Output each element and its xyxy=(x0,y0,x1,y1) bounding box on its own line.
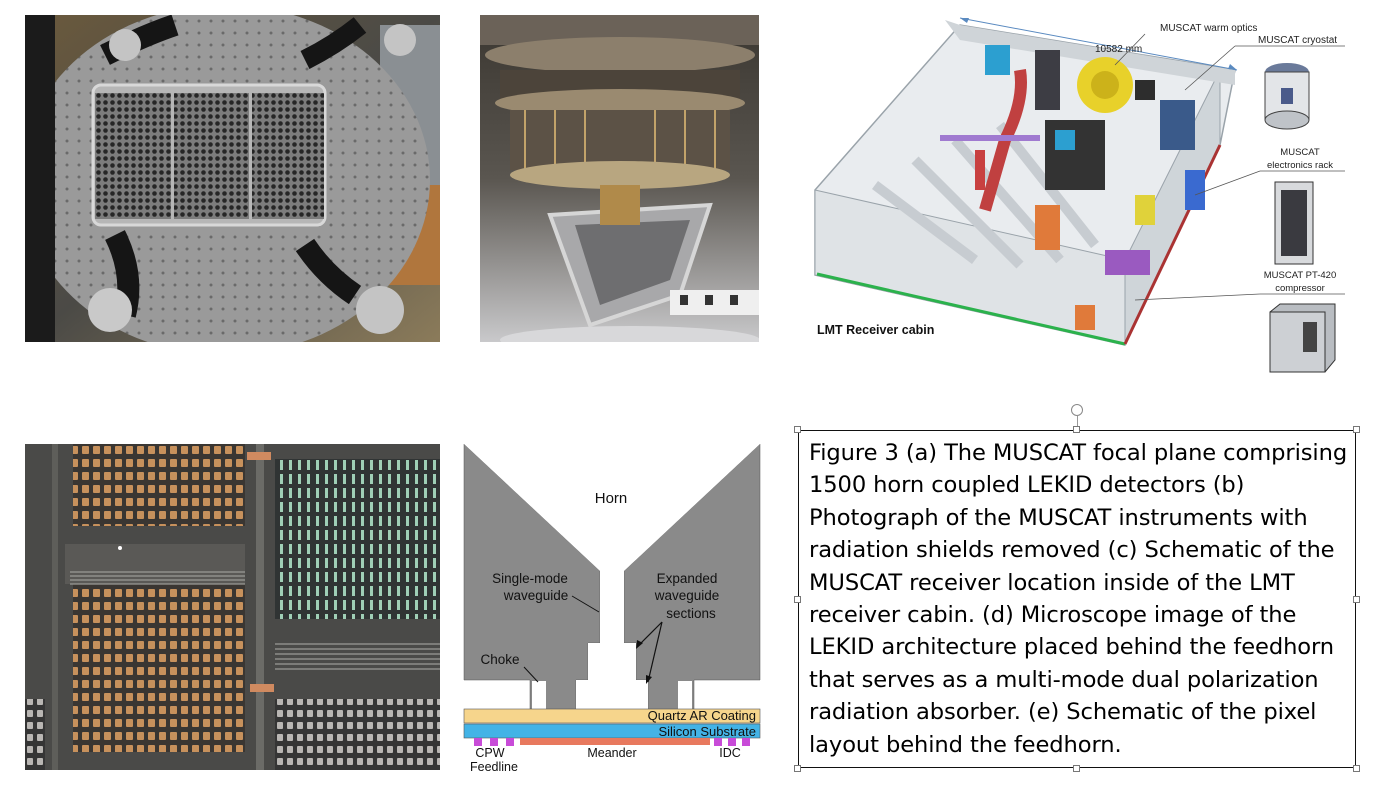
panel-b-instrument-photo xyxy=(480,15,759,342)
instrument-image xyxy=(480,15,759,342)
resize-handle-bottom-center[interactable] xyxy=(1073,765,1080,772)
microscope-image xyxy=(25,444,440,770)
resize-handle-top-left[interactable] xyxy=(794,426,801,433)
focal-plane-image xyxy=(25,15,440,342)
rotate-handle-stem xyxy=(1077,416,1078,430)
cpw-label-2: Feedline xyxy=(470,760,518,774)
choke-label: Choke xyxy=(480,652,519,667)
figure-caption[interactable]: Figure 3 (a) The MUSCAT focal plane comp… xyxy=(809,440,1348,758)
electronics-label-2: electronics rack xyxy=(1267,160,1333,171)
cabin-label: LMT Receiver cabin xyxy=(817,323,934,337)
resize-handle-bottom-left[interactable] xyxy=(794,765,801,772)
panel-c-receiver-cabin-schematic: 10582 mm MUSCAT warm optics MUSCAT cryos… xyxy=(805,10,1350,382)
horn-label: Horn xyxy=(595,490,628,507)
cpw-label-1: CPW xyxy=(475,746,504,760)
resize-handle-top-right[interactable] xyxy=(1353,426,1360,433)
silicon-label: Silicon Substrate xyxy=(658,724,756,739)
panel-d-microscope-image xyxy=(25,444,440,770)
single-mode-label-1: Single-mode xyxy=(492,571,568,586)
cabin-schematic: 10582 mm MUSCAT warm optics MUSCAT cryos… xyxy=(814,17,1345,373)
pixel-layout-diagram: Horn Single-mode waveguide Expanded wave… xyxy=(463,444,761,774)
single-mode-label-2: waveguide xyxy=(503,588,569,603)
resize-handle-top-center[interactable] xyxy=(1073,426,1080,433)
compressor-label-1: MUSCAT PT-420 xyxy=(1264,270,1337,281)
compressor-label-2: compressor xyxy=(1275,283,1325,294)
meander-label: Meander xyxy=(587,746,636,760)
warm-optics-label: MUSCAT warm optics xyxy=(1160,23,1257,34)
panel-e-pixel-layout-schematic: Horn Single-mode waveguide Expanded wave… xyxy=(462,444,764,776)
expanded-label-1: Expanded xyxy=(657,571,718,586)
panel-a-focal-plane-photo xyxy=(25,15,440,342)
rotate-handle[interactable] xyxy=(1071,404,1083,416)
resize-handle-middle-right[interactable] xyxy=(1353,596,1360,603)
electronics-label-1: MUSCAT xyxy=(1280,147,1320,158)
cryostat-label: MUSCAT cryostat xyxy=(1258,35,1337,46)
caption-text-box[interactable]: Figure 3 (a) The MUSCAT focal plane comp… xyxy=(798,430,1356,768)
dimension-label: 10582 mm xyxy=(1095,44,1142,55)
quartz-label: Quartz AR Coating xyxy=(648,708,756,723)
idc-label: IDC xyxy=(719,746,741,760)
expanded-label-2: waveguide xyxy=(654,588,720,603)
resize-handle-middle-left[interactable] xyxy=(794,596,801,603)
expanded-label-3: sections xyxy=(666,606,716,621)
resize-handle-bottom-right[interactable] xyxy=(1353,765,1360,772)
